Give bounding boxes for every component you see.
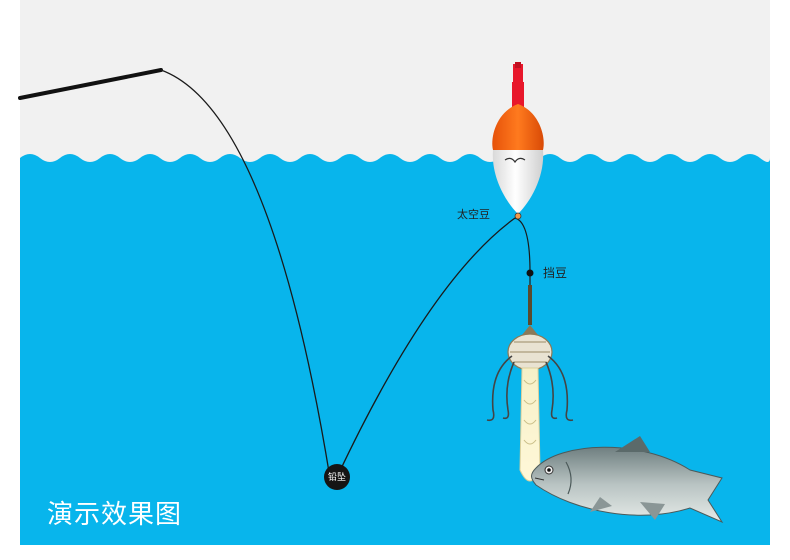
bait-cage-icon: [486, 325, 574, 482]
sinker-label: 铅坠: [327, 473, 346, 483]
fishing-float-icon: [492, 62, 544, 220]
float-bean-label: 太空豆: [457, 208, 490, 221]
stop-bean-dot: [526, 269, 534, 277]
water-area: [20, 154, 770, 545]
lead-sinker-icon: [324, 464, 350, 490]
swivel-chain: [528, 285, 532, 325]
fish-icon: [531, 436, 724, 524]
diagram-title: 演示效果图: [47, 500, 183, 530]
main-line: [160, 69, 331, 479]
stop-bean-label: 挡豆: [543, 266, 568, 280]
main-line-to-float: [337, 217, 516, 476]
fishing-rod-icon: [18, 68, 163, 100]
sky-area: [20, 0, 770, 170]
